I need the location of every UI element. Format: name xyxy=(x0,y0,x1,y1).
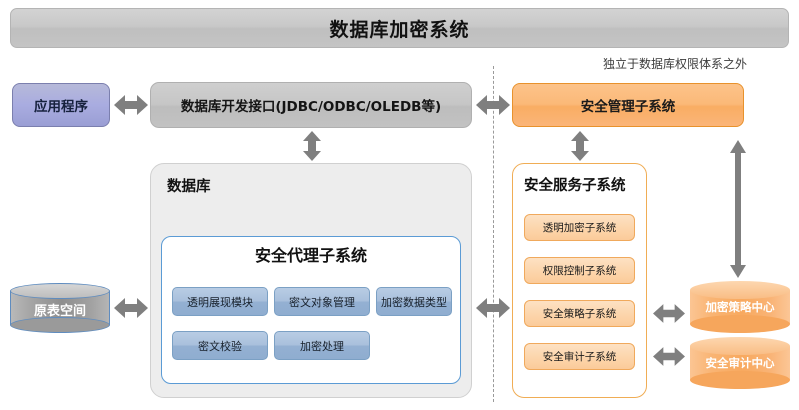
service-module-security-policy[interactable]: 安全策略子系统 xyxy=(524,300,635,327)
cylinder-top-ellipse xyxy=(690,337,790,355)
agent-module-ciphertext-object-management[interactable]: 密文对象管理 xyxy=(274,287,370,316)
service-module-transparent-encryption[interactable]: 透明加密子系统 xyxy=(524,214,635,241)
security-agent-subsystem-title: 安全代理子系统 xyxy=(254,246,367,265)
arrow-application-interface xyxy=(114,95,148,115)
arrow-tablespace-agent xyxy=(114,298,148,318)
agent-module-transparent-presentation[interactable]: 透明展现模块 xyxy=(172,287,268,316)
arrow-management-centers xyxy=(730,140,746,278)
service-module-security-audit[interactable]: 安全审计子系统 xyxy=(524,343,635,370)
agent-module-encryption-processing[interactable]: 加密处理 xyxy=(274,331,370,360)
encryption-policy-center-label: 加密策略中心 xyxy=(705,300,775,314)
page-title: 数据库加密系统 xyxy=(10,8,789,48)
security-audit-center-cylinder[interactable]: 安全审计中心 xyxy=(690,337,790,389)
arrow-database-service xyxy=(476,298,510,318)
database-panel-label: 数据库 xyxy=(167,179,211,195)
service-module-access-control[interactable]: 权限控制子系统 xyxy=(524,257,635,284)
cylinder-top-ellipse xyxy=(10,283,110,299)
arrow-management-service xyxy=(571,131,589,161)
application-box[interactable]: 应用程序 xyxy=(12,83,110,127)
database-interface-box[interactable]: 数据库开发接口(JDBC/ODBC/OLEDB等) xyxy=(150,82,472,128)
security-audit-center-label: 安全审计中心 xyxy=(705,356,775,370)
original-tablespace-label: 原表空间 xyxy=(33,304,86,319)
security-management-subsystem-box[interactable]: 安全管理子系统 xyxy=(512,83,744,127)
cylinder-bottom-ellipse xyxy=(690,315,790,333)
security-service-subsystem-title: 安全服务子系统 xyxy=(524,178,626,194)
independence-note: 独立于数据库权限体系之外 xyxy=(602,57,747,71)
boundary-divider xyxy=(493,66,494,402)
original-tablespace-cylinder[interactable]: 原表空间 xyxy=(10,283,110,333)
agent-module-ciphertext-verification[interactable]: 密文校验 xyxy=(172,331,268,360)
arrow-interface-database xyxy=(303,131,321,161)
agent-module-encrypted-data-type[interactable]: 加密数据类型 xyxy=(376,287,452,316)
arrow-interface-management xyxy=(476,95,510,115)
arrow-audit-module-center xyxy=(653,347,685,366)
cylinder-bottom-ellipse xyxy=(690,371,790,389)
encryption-policy-center-cylinder[interactable]: 加密策略中心 xyxy=(690,281,790,333)
cylinder-bottom-ellipse xyxy=(10,317,110,333)
cylinder-top-ellipse xyxy=(690,281,790,299)
arrow-policy-module-center xyxy=(653,304,685,323)
